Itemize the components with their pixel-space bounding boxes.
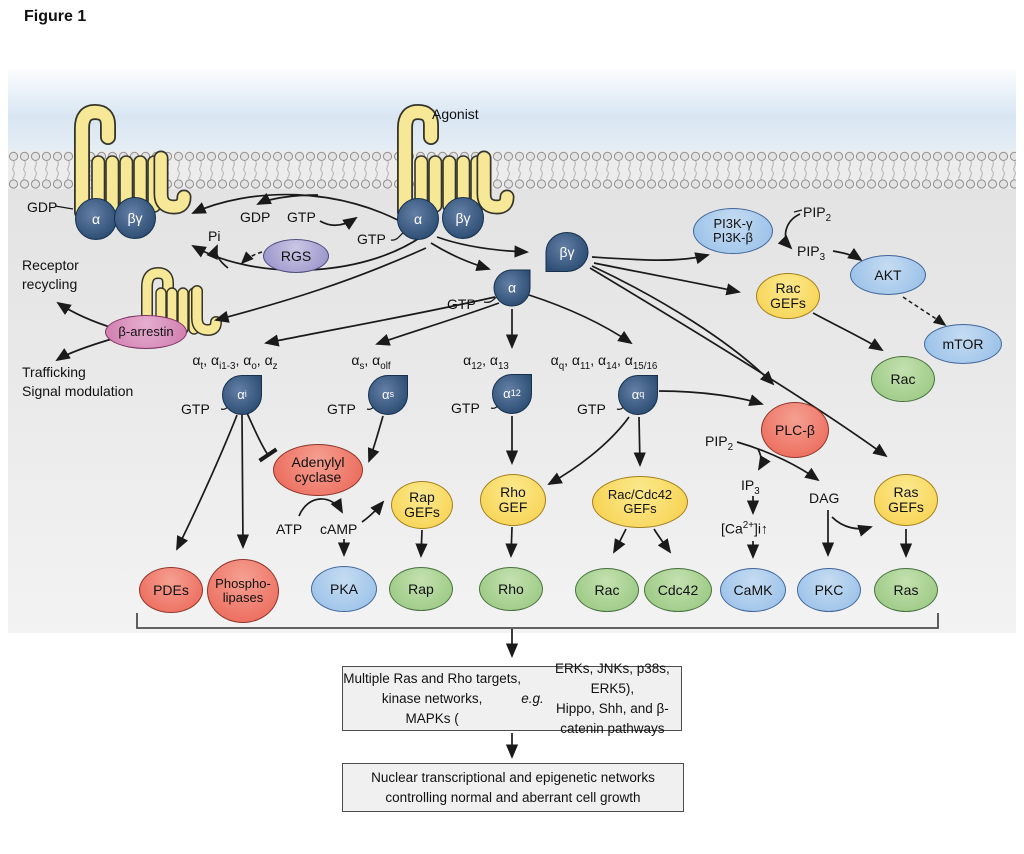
ip3-label: IP3 [741, 477, 760, 497]
phospholipases-node: Phospho-lipases [207, 559, 279, 623]
extracellular-background [8, 70, 1016, 155]
atp-label: ATP [276, 521, 303, 537]
receptor-recycling-label: Receptor recycling [22, 257, 79, 292]
calcium-label: [Ca2+]i↑ [721, 520, 768, 537]
nuclear-box: Nuclear transcriptional and epigenetic n… [342, 763, 684, 812]
ras-node: Ras [874, 568, 938, 612]
g-betagamma-left: βγ [114, 197, 156, 239]
camk-node: CaMK [720, 568, 786, 612]
trafficking-label: Trafficking Signal modulation [22, 364, 134, 399]
pip2-plc-label: PIP2 [705, 433, 734, 453]
gpcr-internalized [141, 266, 222, 340]
gtp-alpha-i-label: GTP [181, 401, 210, 417]
gtp-alpha-s-label: GTP [327, 401, 356, 417]
collector-bracket [136, 613, 939, 629]
rgs-node: RGS [263, 239, 329, 273]
gtp-alpha-q-label: GTP [577, 401, 606, 417]
pkc-node: PKC [797, 568, 861, 612]
pi-label: Pi [208, 228, 221, 244]
pip3-label: PIP3 [797, 243, 826, 263]
figure-title: Figure 1 [24, 8, 87, 25]
free-g-alpha: α [493, 269, 531, 307]
plc-beta-node: PLC-β [761, 402, 829, 458]
rap-node: Rap [389, 567, 453, 611]
membrane [8, 151, 1016, 189]
gdp-cycle-label: GDP [240, 209, 271, 225]
gpcr-right [397, 103, 515, 220]
cdc42-node: Cdc42 [644, 568, 712, 612]
gtp-alpha-12-label: GTP [451, 400, 480, 416]
pip2-top-label: PIP2 [803, 204, 832, 224]
alpha-12-family-label: α12, α13 [463, 352, 509, 372]
g-alpha-right: α [397, 198, 439, 240]
rho-node: Rho [479, 567, 543, 611]
mtor-node: mTOR [924, 324, 1002, 364]
pka-node: PKA [311, 566, 377, 612]
gdp-receptor-label: GDP [27, 199, 58, 215]
free-g-betagamma: βγ [545, 232, 589, 272]
akt-node: AKT [850, 255, 926, 295]
dag-label: DAG [809, 490, 840, 506]
alpha-s-family-label: αs, αolf [351, 352, 391, 372]
rac-node: Rac [575, 568, 639, 612]
rac-membrane-node: Rac [871, 356, 935, 402]
alpha-q-family-label: αq, α11, α14, α15/16 [550, 352, 658, 372]
gtp-receptor-label: GTP [357, 231, 386, 247]
agonist-label: Agonist [432, 106, 479, 122]
beta-arrestin-node: β-arrestin [105, 315, 187, 349]
camp-label: cAMP [320, 521, 358, 537]
gtp-free-alpha-label: GTP [447, 296, 476, 312]
g-betagamma-right: βγ [442, 197, 484, 239]
g-alpha-left: α [75, 198, 117, 240]
gtp-cycle-label: GTP [287, 209, 316, 225]
pdes-node: PDEs [139, 567, 203, 613]
alpha-i-family-label: αt, αi1-3, αo, αz [192, 352, 278, 372]
targets-box: Multiple Ras and Rho targets, kinase net… [342, 661, 682, 736]
